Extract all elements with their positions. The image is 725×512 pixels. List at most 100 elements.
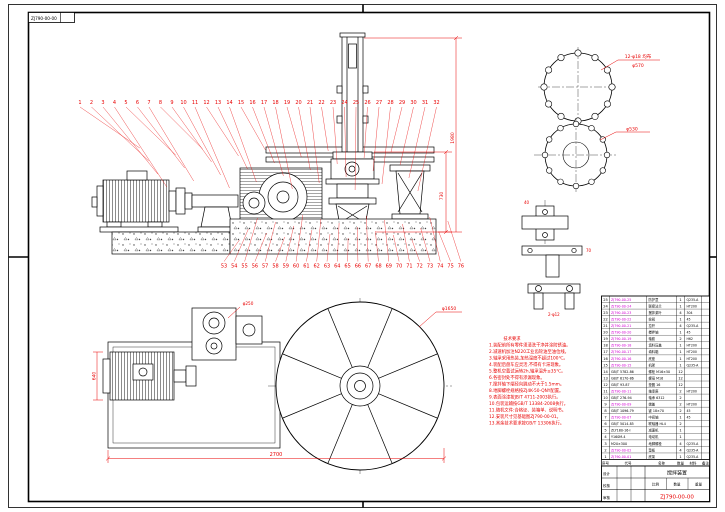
bom-mat: 45 [687,416,691,420]
callout-leader [321,106,329,152]
bom-no: 13 [603,376,608,380]
callout-leader [402,223,410,262]
callout-leader [390,106,403,153]
bom-mat: Q235-A [687,442,700,446]
bom-qty: 1 [679,350,681,354]
motor-shaft-plan [173,369,187,383]
callout-number: 59 [283,264,289,270]
bom-code: ZJ790-00-15 [611,363,631,367]
tech-req-line: 12.安装尺寸见基础图ZJ790-00-01。 [489,413,561,420]
bom-header-name: 名称 [658,460,666,465]
tech-req-line: 3.轴承采用热装,加热温度不超过100℃。 [489,355,568,362]
bom-qty: 1 [679,357,681,361]
impeller-spoke [367,308,393,368]
bolt-hole [572,182,580,190]
callout-number: 71 [406,264,412,270]
bom-header-qty: 数量 [677,460,685,465]
callout-leader [240,106,266,151]
upper-flange-bolts [540,49,616,125]
bom-mat: Q235-A [687,298,700,302]
column-base-flange [332,151,373,160]
impeller-spoke [327,308,353,368]
elevation-dims: 730 1980 [364,35,462,235]
callout-number: 19 [284,100,290,106]
callout-number: 14 [226,100,232,106]
bolt-hole [588,178,595,185]
bom-headers: 序号 代号 名称 数量 材料 备注 [602,460,710,465]
tech-req-line: 11.随机文件:合格证、装箱单、说明书。 [489,407,566,414]
bom-no: 25 [603,298,608,302]
callout-leader [114,106,167,188]
detail2-hole [527,247,533,254]
tech-req-line: 1.装配前所有零件须清洗干净并涂防锈油。 [489,342,570,349]
callout-number: 69 [386,264,392,270]
bolt-hole [572,120,580,128]
bom-mat: Q235-A [687,324,700,328]
bom-no: 9 [604,403,607,407]
bom-name: 拉杆 [649,323,656,328]
callout-number: 75 [447,264,453,270]
gearbox-input-bore [242,191,266,215]
dim-motor-width: 640 [92,372,98,381]
bom-code: M20×300 [611,442,627,446]
tech-req-line: 9.表面涂漆按JB/T 4711-2003执行。 [489,394,561,401]
terminal-box-cover [138,367,148,377]
bom-qty: 4 [679,442,682,446]
drive-shaft-lower [210,342,218,350]
bom-no: 3 [604,442,606,446]
bom-code: ZJ790-00-07 [611,416,631,420]
bom-code: GB/T 5782-86 [611,370,634,374]
detail1-hole [542,232,548,238]
bom-name: 端盖 [649,402,656,407]
bearing-pedestal [200,206,233,228]
bom-name: 底架 [649,454,656,459]
bom-qty: 1 [679,435,681,439]
callout-leader [393,234,400,262]
bom-code: ZJ790-00-19 [611,337,631,341]
callout-leader [384,219,389,262]
bom-mat: 45 [687,331,691,335]
callout-leader [295,214,303,262]
bom-code: Y160M-4 [611,435,625,439]
tech-req-title: 技术要求 [503,335,521,342]
callout-number: 53 [221,264,227,270]
bolt-hole [591,54,599,62]
lower-flange-dia: φ530 [626,127,638,133]
bom-code: ZJ790-00-16 [611,357,631,361]
detail1-hole [542,209,548,215]
callout-leader [326,233,331,262]
bom-header-code: 代号 [625,460,633,465]
callout-leader [363,106,368,159]
bom-no: 16 [603,357,608,361]
bom-code: ZJ790-00-21 [611,324,631,328]
impeller-spoke [378,353,438,379]
bolt-hole [546,167,553,174]
callout-leader [411,238,420,262]
callout-leader [286,106,302,158]
bolt-hole [608,83,616,91]
callout-number: 9 [170,100,173,106]
bom-no: 2 [604,448,606,452]
callout-leader [366,215,369,262]
elevation-view [91,32,437,255]
callout-number: 56 [252,264,258,270]
motor-shaft-stub [91,196,98,208]
callout-number: 15 [238,100,244,106]
callout-number: 64 [334,264,340,270]
callout-number: 63 [324,264,330,270]
callout-leader [309,106,320,184]
bom-name: 轴套 [649,336,656,341]
bom-no: 22 [603,318,608,322]
bom-code: ZJ790-00-23 [611,311,631,315]
callout-number: 27 [376,100,382,106]
bolt-hole [591,112,599,120]
plan-dims: 2700 640 φ1650 φ250 [92,301,462,463]
corner-label-box [28,12,75,23]
bom-mat: 45 [687,409,691,413]
bom-code: ZJ790-00-11 [611,389,631,393]
field-approve: 审核 [603,495,611,500]
callout-number: 2 [90,100,93,106]
